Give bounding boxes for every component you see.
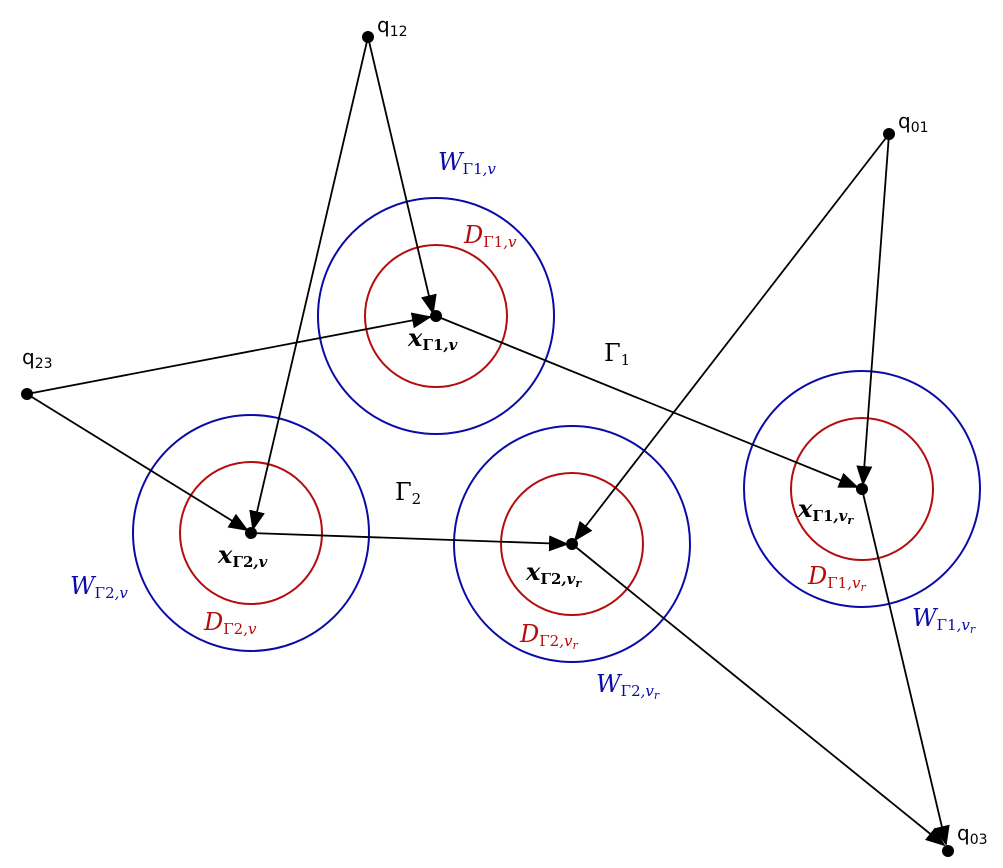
edge-q01-to-xg1vr bbox=[856, 133, 890, 486]
neighborhood-g1-v bbox=[317, 197, 555, 435]
outer-ring-g1-v bbox=[317, 197, 555, 435]
label-q23: q23 bbox=[22, 345, 53, 372]
label-q01: q01 bbox=[898, 109, 929, 136]
label-D-g2-vr: DΓ2,vr bbox=[519, 620, 578, 652]
label-D-g2-v: DΓ2,v bbox=[203, 608, 257, 638]
point-q01 bbox=[883, 128, 895, 140]
label-q12: q12 bbox=[377, 13, 408, 40]
point-q23 bbox=[21, 388, 33, 400]
neighborhood-g2-v bbox=[132, 414, 370, 652]
label-W-g2-v: WΓ2,v bbox=[70, 572, 128, 602]
inner-ring-g1-v bbox=[364, 244, 508, 388]
edge-xg1vr-to-q03 bbox=[861, 488, 950, 846]
edge-q12-to-xg2v bbox=[249, 36, 369, 531]
outer-ring-g2-vr bbox=[453, 425, 691, 663]
inner-ring-g2-vr bbox=[500, 472, 644, 616]
label-gamma1: Γ1 bbox=[604, 339, 630, 369]
label-q03: q03 bbox=[957, 821, 988, 848]
inner-ring-g2-v bbox=[179, 461, 323, 605]
outer-ring-g1-vr bbox=[743, 370, 981, 608]
label-x-g2-v: xΓ2,v bbox=[217, 540, 268, 571]
node-x-g2-vr bbox=[566, 538, 578, 550]
label-W-g1-v: WΓ1,v bbox=[438, 148, 496, 178]
edge-q23-to-xg1v bbox=[26, 312, 432, 395]
label-gamma2: Γ2 bbox=[395, 478, 421, 508]
label-x-g1-v: xΓ1,v bbox=[407, 323, 458, 354]
node-x-g1-v bbox=[430, 310, 442, 322]
edge-xg2v-to-xg2vr bbox=[250, 532, 569, 552]
label-x-g1-vr: xΓ1,vr bbox=[797, 494, 854, 527]
edge-q12-to-xg1v bbox=[367, 36, 437, 315]
edges bbox=[26, 36, 950, 847]
label-D-g1-v: DΓ1,v bbox=[463, 221, 517, 251]
node-x-g1-vr bbox=[856, 483, 868, 495]
label-D-g1-vr: DΓ1,vr bbox=[807, 562, 866, 594]
label-W-g2-vr: WΓ2,vr bbox=[596, 670, 660, 702]
edge-xg2vr-to-q03 bbox=[571, 543, 946, 847]
edge-q01-to-xg2vr bbox=[573, 133, 890, 542]
neighborhood-g2-vr bbox=[453, 425, 691, 663]
node-x-g2-v bbox=[245, 527, 257, 539]
label-W-g1-vr: WΓ1,vr bbox=[912, 604, 976, 636]
point-q03 bbox=[942, 845, 954, 857]
inner-ring-g1-vr bbox=[790, 417, 934, 561]
edge-q23-to-xg2v bbox=[26, 393, 249, 532]
neighborhood-g1-vr bbox=[743, 370, 981, 608]
outer-ring-g2-v bbox=[132, 414, 370, 652]
edge-xg1v-to-xg1vr bbox=[435, 315, 859, 488]
point-q12 bbox=[362, 31, 374, 43]
label-x-g2-vr: xΓ2,vr bbox=[525, 557, 582, 590]
points bbox=[21, 31, 954, 857]
